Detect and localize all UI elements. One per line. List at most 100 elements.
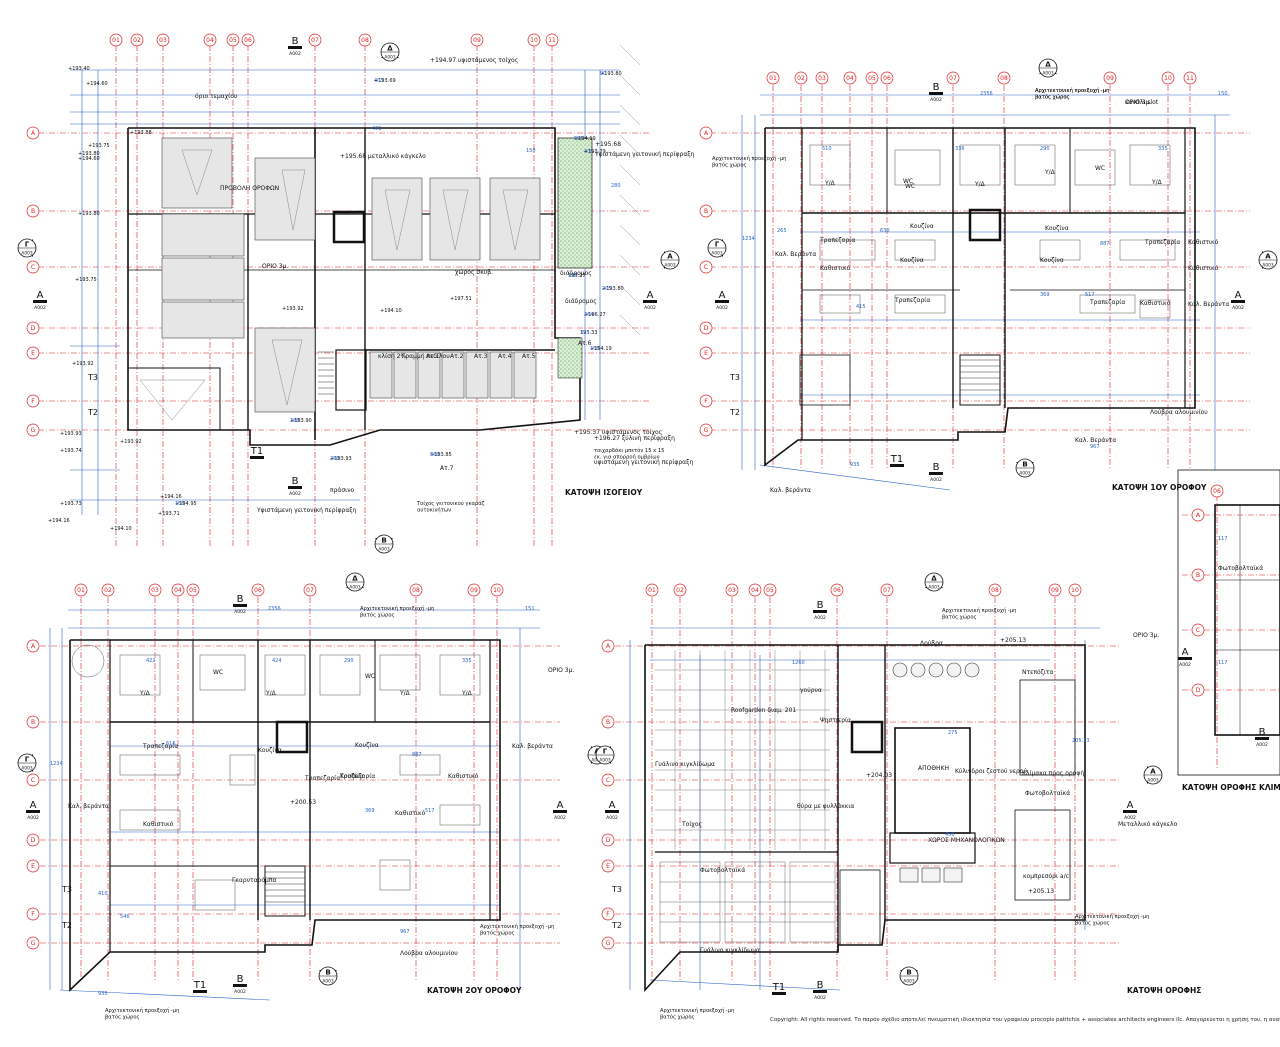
- room-label: Καλ. βεράντα: [770, 487, 811, 494]
- room-label: Φωτοβολταϊκά: [700, 867, 745, 874]
- grid-bubble-ground-08: 08: [361, 37, 369, 44]
- room-label: υφιστάμενη γειτονική περίφραξη: [594, 459, 693, 466]
- room-label: Ατ.2: [450, 353, 464, 360]
- room-label: Αρχιτεκτονική προεξοχή -μη: [712, 155, 786, 162]
- room-label: Αρχιτεκτονική προεξοχή -μη: [660, 1007, 734, 1014]
- section-bar-a-first-right-ref: A002: [1232, 305, 1244, 311]
- roofgarden-grid: [655, 650, 830, 850]
- dimension-value: 265: [777, 228, 787, 234]
- grid-bubble-first-09: 09: [1106, 75, 1114, 82]
- section-marker-a-ground-right-letter: A: [667, 253, 673, 261]
- room-label: Καθιστικό: [1188, 265, 1219, 272]
- level-annotation: +193.90: [290, 418, 312, 424]
- grid-bubble-roof-10: 10: [1071, 587, 1079, 594]
- room-label: Υ/Δ: [399, 690, 411, 697]
- room-label: WC: [213, 669, 223, 676]
- room-label: βατός χώρος: [105, 1014, 140, 1021]
- level-annotation: +193.93: [330, 456, 352, 462]
- grid-bubble-roof-07: 07: [883, 587, 891, 594]
- grid-bubble-second-07: 07: [306, 587, 314, 594]
- section-marker-delta-first-letter: Δ: [1045, 61, 1051, 69]
- plan-title-stair-roof: ΚΑΤΟΨΗ ΟΡΟΦΗΣ ΚΛΙΜΑΚΟ: [1182, 783, 1280, 792]
- section-marker-b-second-ref: A003: [322, 979, 333, 985]
- grid-bubble-ground-04: 04: [206, 37, 214, 44]
- section-tag-t: T2: [611, 921, 622, 930]
- grid-bubble-ground-11: 11: [548, 37, 556, 44]
- section-bar-t1-second: T1: [193, 980, 207, 993]
- grid-bubble-second-07-circle: [303, 583, 317, 597]
- room-label: Κουζίνα: [258, 747, 282, 754]
- grid-bubble-roof-C: C: [606, 777, 610, 784]
- grid-bubble-first-07: 07: [949, 75, 957, 82]
- grid-bubble-roof-10-circle: [1068, 583, 1082, 597]
- dimension-value: 90: [600, 71, 606, 77]
- grid-bubble-roof-G: G: [606, 940, 611, 947]
- room-label: Roofgarden διαμ. 201: [731, 707, 796, 714]
- room-label: Φωτοβολταϊκά: [1218, 565, 1263, 572]
- room-label: Τραπεζαρία: [819, 237, 855, 244]
- grid-bubble-ground-11-circle: [545, 33, 559, 47]
- grid-bubble-first-03-circle: [815, 71, 829, 85]
- room-label: Ντεπόζιτα: [1022, 669, 1054, 676]
- room-label: Λούβρα: [920, 640, 943, 647]
- section-bar-a-first-left-ref: A002: [716, 305, 728, 311]
- room-label: τοιχαρδάκι μπετόν 15 x 15: [594, 447, 664, 454]
- section-marker-delta-ground-letter: Δ: [387, 45, 393, 53]
- dimension-lines: [70, 69, 620, 515]
- level-annotation: +194.60: [86, 81, 108, 87]
- room-label: Καθιστικό: [448, 773, 479, 780]
- grid-bubble-second-A-circle: [26, 639, 40, 653]
- section-marker-delta-ground-ref: A003: [384, 55, 395, 61]
- grid-bubble-second-05: 05: [189, 587, 197, 594]
- dimension-lines: [49, 609, 540, 1001]
- room-label: WC: [1095, 165, 1105, 172]
- room-label: Υ/Δ: [824, 180, 836, 187]
- room-label: ΟΡΙΟ 3μ.: [1133, 632, 1159, 639]
- level-annotation: +193.80: [600, 71, 622, 77]
- dimension-value: 275: [948, 730, 958, 736]
- room-label: Καθιστικό: [1188, 239, 1219, 246]
- dimension-value: 415: [856, 304, 866, 310]
- level-annotation: +194.19: [574, 136, 596, 142]
- grid-bubble-first-06-circle: [880, 71, 894, 85]
- room-label: Κουζίνα: [1045, 225, 1069, 232]
- room-label: Καθιστικό: [1140, 300, 1171, 307]
- room-label: Κουζίνα: [340, 773, 364, 780]
- grid-bubble-ground-01: 01: [112, 37, 120, 44]
- room-label: Γυάλινο κιγκλίδωμα: [655, 761, 715, 768]
- section-bar-b-first-bottom-ref: A002: [930, 477, 942, 483]
- room-label: +196.27 ξύλινη περίφραξη: [594, 435, 675, 442]
- room-label: γούρνα: [800, 687, 822, 694]
- grid-bubble-second-06-circle: [251, 583, 265, 597]
- room-label: +195.68: [595, 141, 621, 148]
- room-label: βατός χώρος: [712, 162, 747, 169]
- room-label: βατός χώρος: [480, 930, 515, 937]
- grid-bubble-second-D-circle: [26, 833, 40, 847]
- section-bar-a-first-right-letter: A: [1235, 290, 1242, 301]
- section-bar-t1-first: T1: [890, 454, 904, 467]
- room-label: Αρχιτεκτονική προεξοχή -μη: [1075, 913, 1149, 920]
- grid-bubble-ground-B-circle: [26, 204, 40, 218]
- room-label: +195.68 μεταλλικό κάγκελο: [340, 153, 426, 160]
- plan-title-first: ΚΑΤΟΨΗ 1ΟΥ ΟΡΟΦΟΥ: [1112, 483, 1207, 492]
- grid-bubble-roof-B-circle: [601, 715, 615, 729]
- grid-bubble-roof-06: 06: [833, 587, 841, 594]
- section-marker-delta-second-ref: A003: [349, 585, 360, 591]
- room-label: βατός χώρος: [942, 614, 977, 621]
- level-annotation: +194.16: [160, 494, 182, 500]
- grid-bubble-first-01: 01: [769, 75, 777, 82]
- room-label: Υφιστάμενη γειτονική περίφραξη: [594, 151, 695, 158]
- grid-bubble-first-02-circle: [794, 71, 808, 85]
- section-bar-a-roof-right-letter: A: [1127, 800, 1134, 811]
- level-annotation: +193.80: [78, 151, 100, 157]
- grid-bubble-ground-C-circle: [26, 260, 40, 274]
- section-bar-a-second-right-ref: A002: [554, 815, 566, 821]
- room-label: ΠΡΟΒΟΛΗ ΟΡΟΦΩΝ: [220, 185, 279, 192]
- room-label: ΟΡΙΟ 3μ.: [262, 263, 288, 270]
